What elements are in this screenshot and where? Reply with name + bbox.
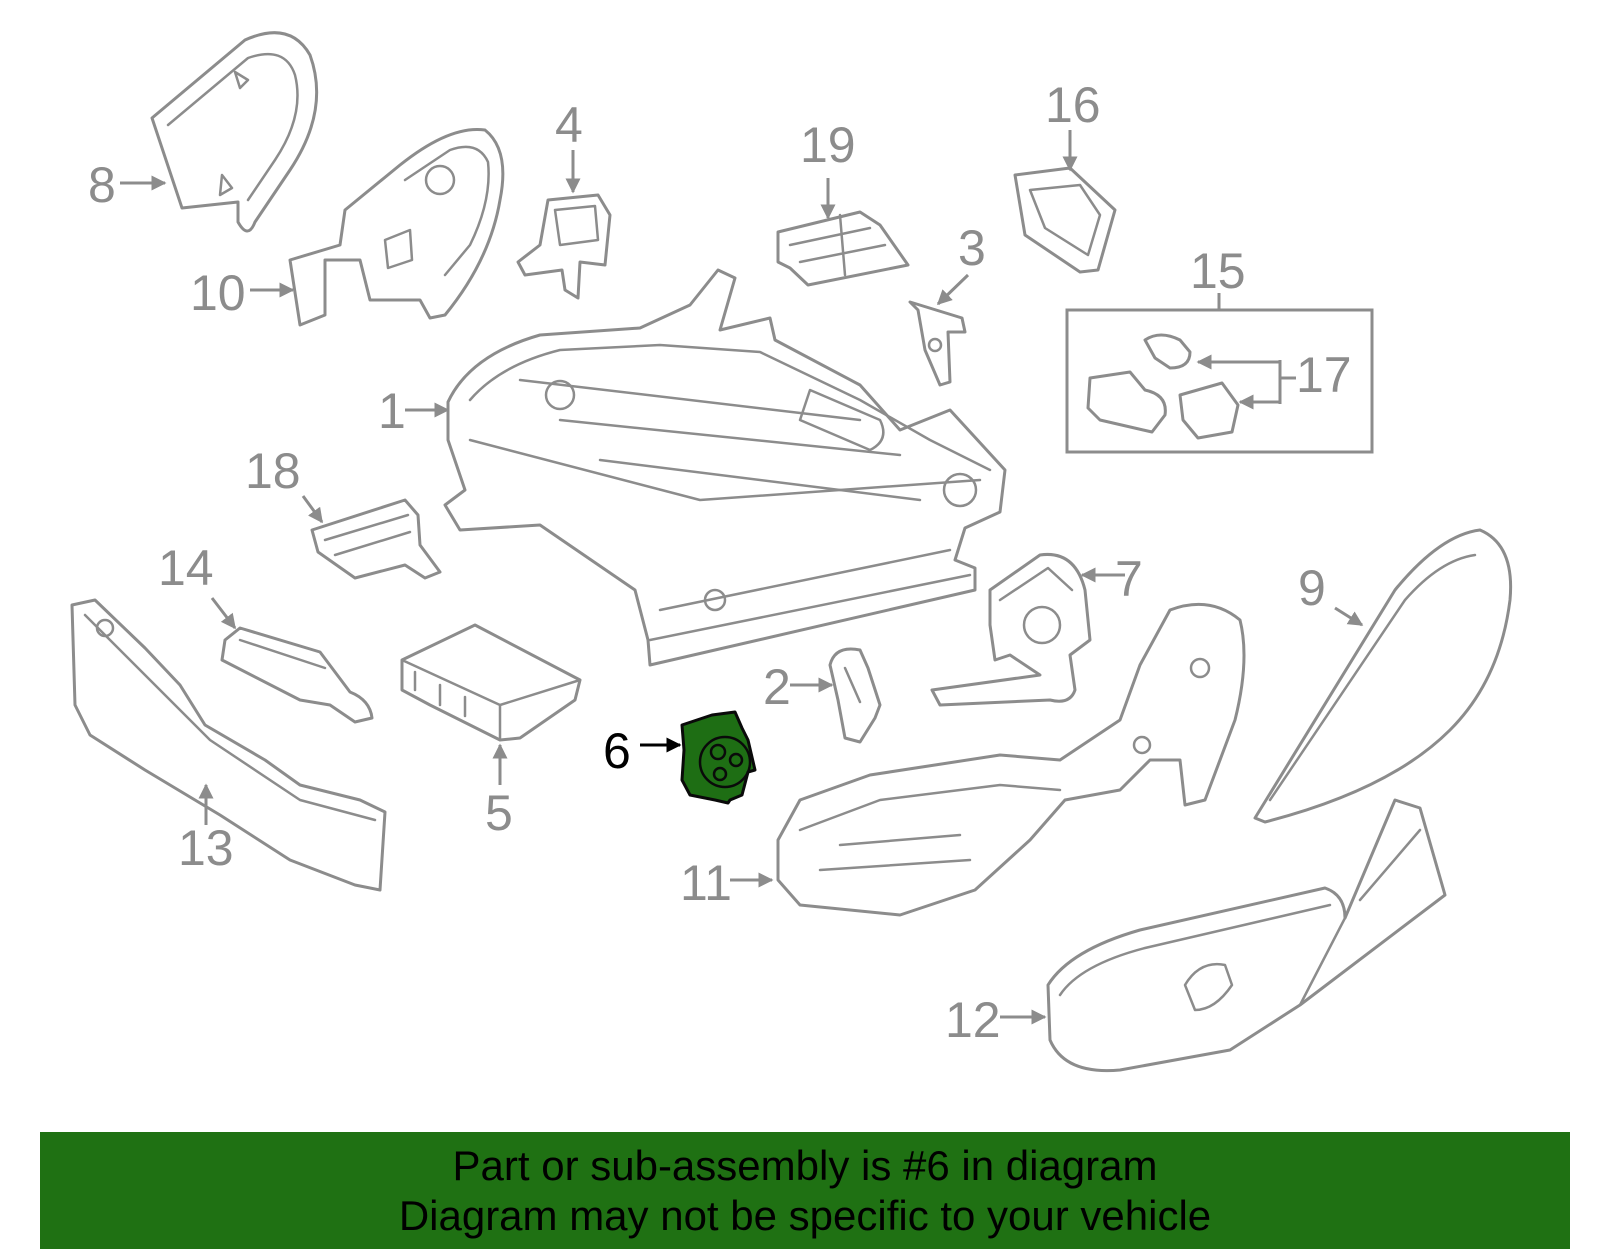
callout-15: 15 [1190,243,1246,299]
part-4-bracket[interactable] [516,193,612,300]
callout-1: 1 [378,383,406,439]
banner-line-part-note: Part or sub-assembly is #6 in diagram [452,1142,1158,1189]
part-9-panel[interactable] [1253,528,1513,824]
part-19-trim[interactable] [776,210,910,287]
part-13-side-trim[interactable] [70,598,387,892]
part-5-module[interactable] [400,623,582,742]
callout-17: 17 [1296,347,1352,403]
callout-18: 18 [245,443,301,499]
part-8-cover[interactable] [150,31,319,233]
part-17-caps[interactable] [1086,333,1240,440]
part-18-trim[interactable] [310,498,442,580]
callout-12: 12 [945,992,1001,1048]
callout-4: 4 [555,97,583,153]
callout-10: 10 [190,265,246,321]
callout-3: 3 [958,220,986,276]
part-3-clip[interactable] [908,300,967,387]
part-16-handle[interactable] [1013,166,1117,274]
info-banner: Part or sub-assembly is #6 in diagram Di… [40,1132,1570,1249]
banner-line-disclaimer: Diagram may not be specific to your vehi… [398,1192,1212,1239]
part-7-motor[interactable] [930,552,1092,707]
callout-19: 19 [800,117,856,173]
callout-8: 8 [88,157,116,213]
callout-2: 2 [763,659,791,715]
part-6-seat-switch-highlighted[interactable] [680,710,757,805]
callout-16: 16 [1045,77,1101,133]
callout-5: 5 [485,785,513,841]
part-14-cover[interactable] [220,626,374,724]
callout-14: 14 [158,540,214,596]
part-1-seat-frame[interactable] [443,268,1007,667]
callout-6: 6 [603,723,631,779]
callout-13: 13 [178,820,234,876]
callout-9: 9 [1298,560,1326,616]
callout-7: 7 [1115,551,1143,607]
part-10-recliner-bracket[interactable] [288,127,505,327]
callout-11: 11 [680,855,732,911]
part-2-bracket[interactable] [828,647,882,744]
part-11-side-shield[interactable] [776,602,1246,917]
part-12-side-cover[interactable] [1046,798,1447,1073]
